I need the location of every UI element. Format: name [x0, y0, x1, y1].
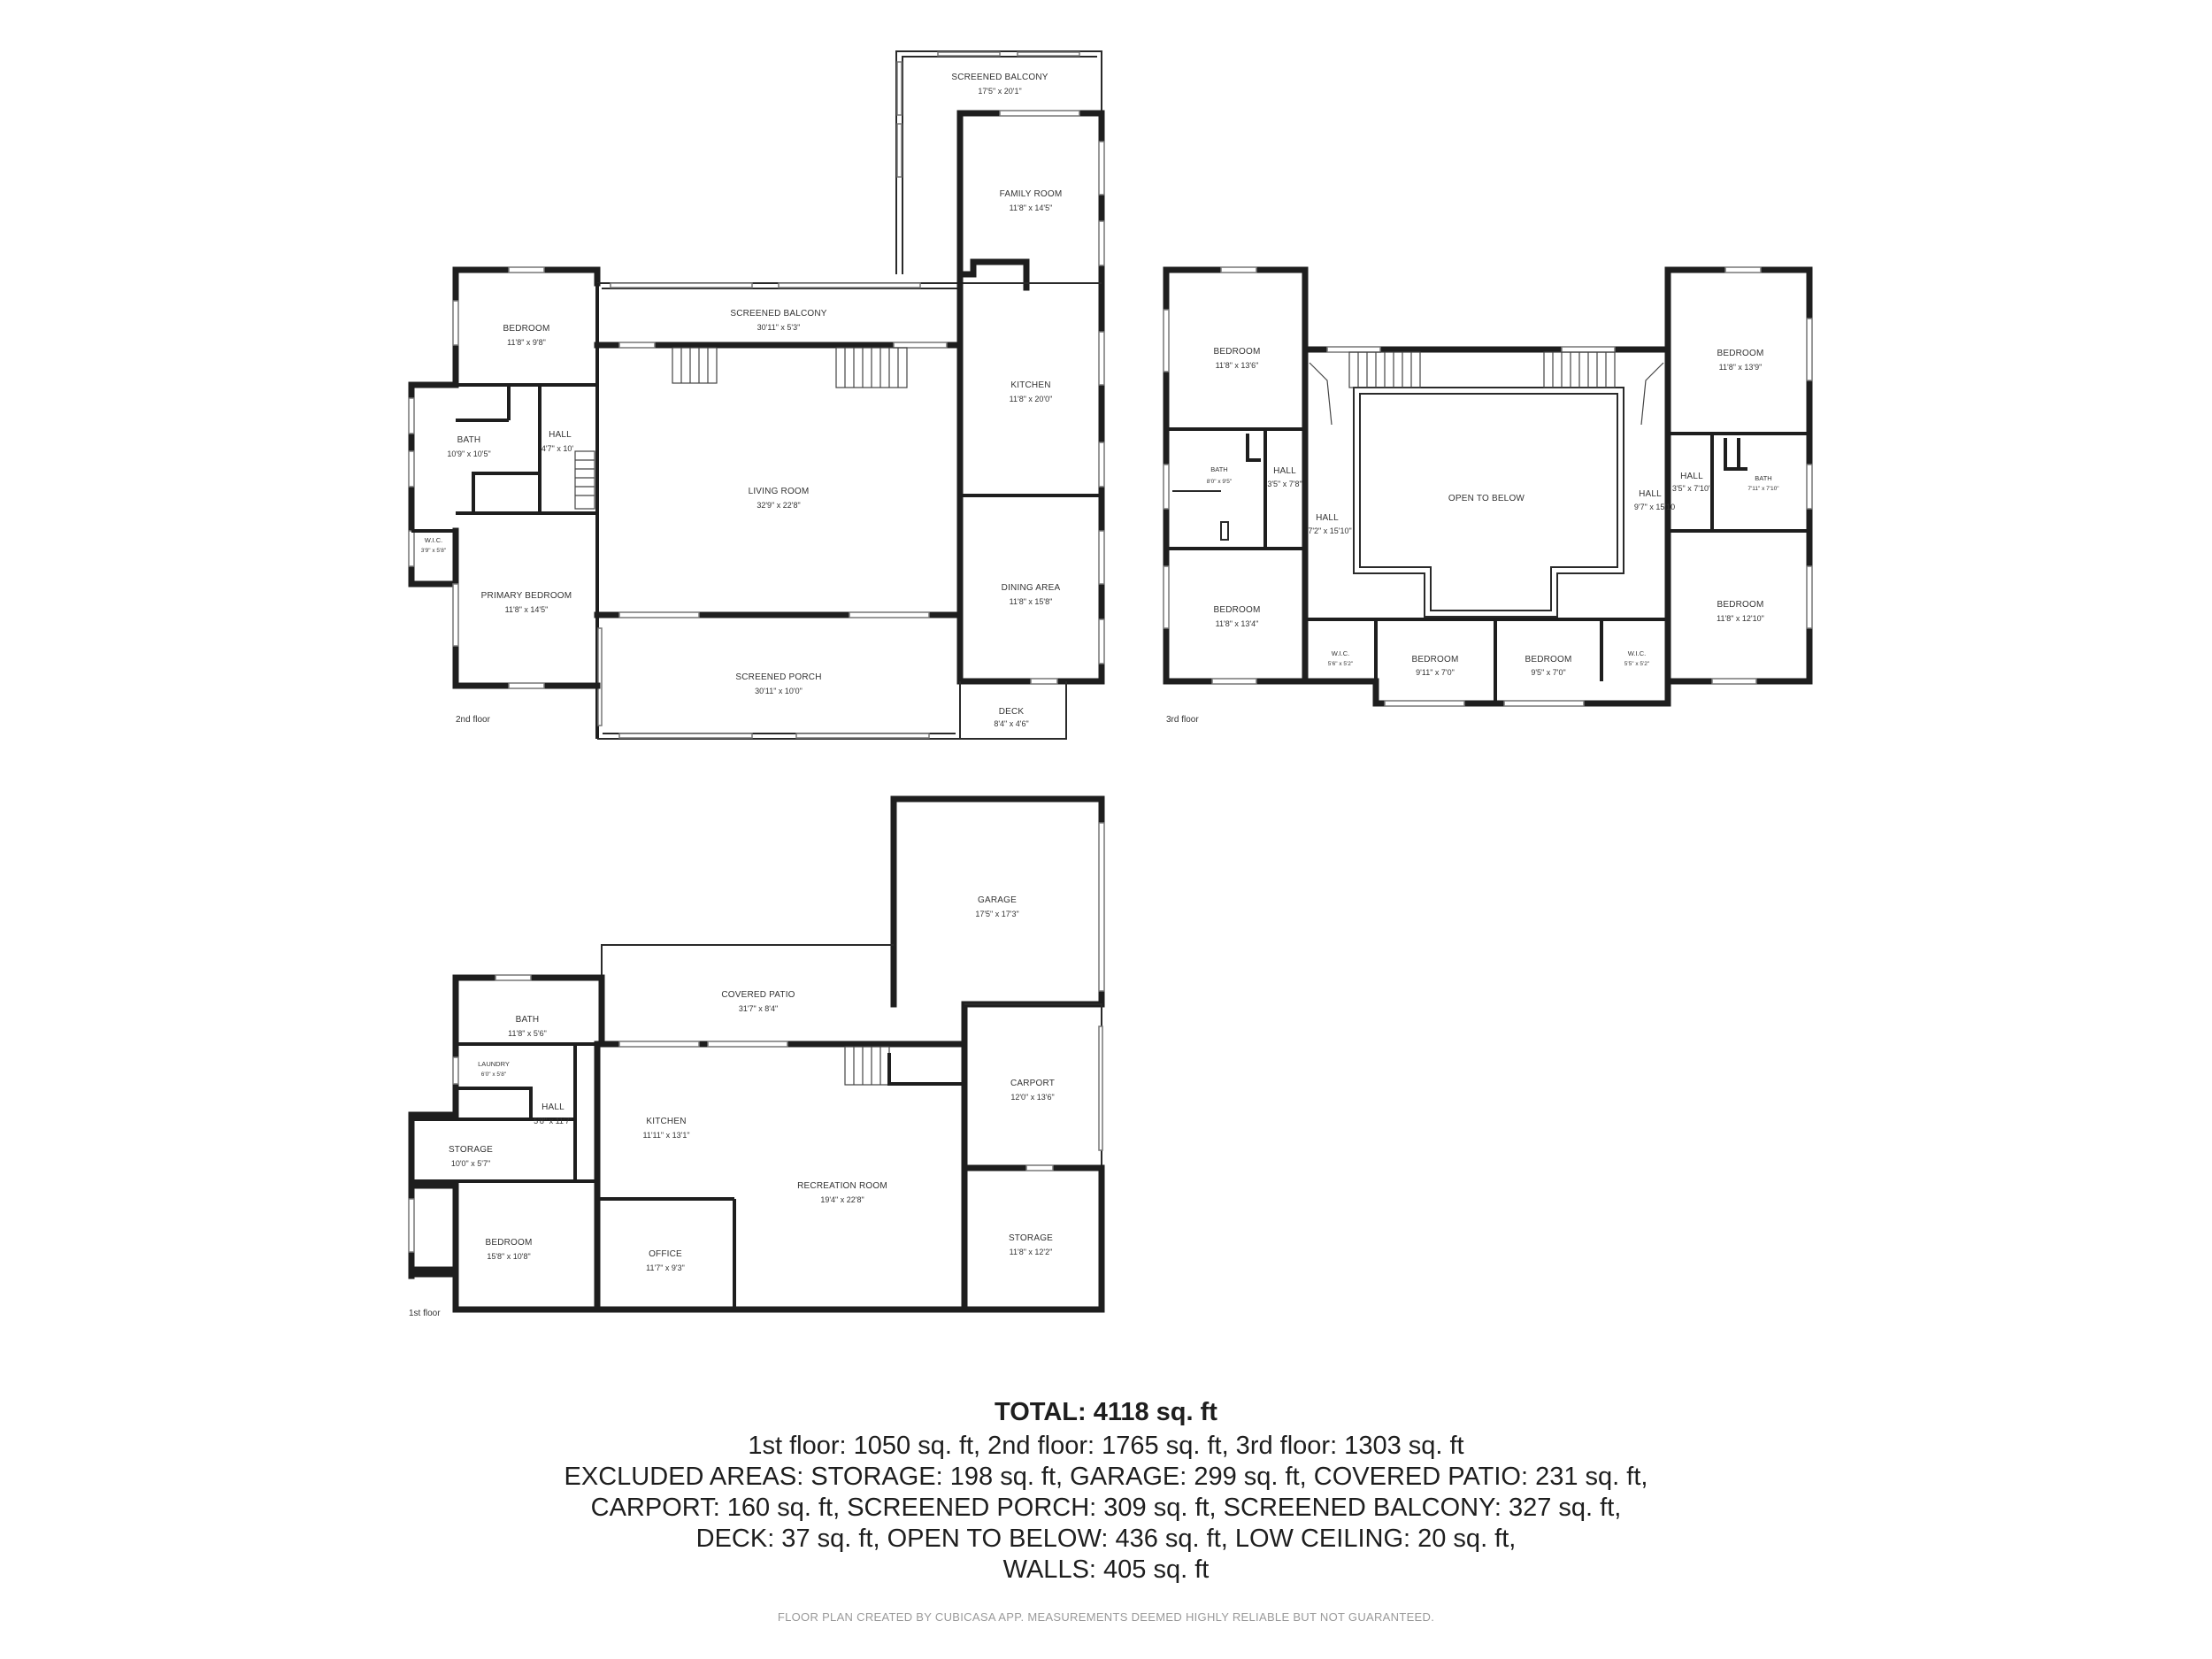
room-dim-wic-2f: 3'9" x 5'8" [421, 548, 447, 554]
room-label-bedroom-3f-tr: BEDROOM [1717, 349, 1763, 358]
room-dim-bath-3f-r: 7'11" x 7'10" [1747, 486, 1779, 492]
floor-label-1st: 1st floor [409, 1309, 441, 1318]
room-dim-bedroom-3f-bl: 11'8" x 13'4" [1216, 619, 1259, 628]
room-dim-bedroom-3f-tl: 11'8" x 13'6" [1216, 361, 1259, 370]
room-dim-bedroom-3f-tr: 11'8" x 13'9" [1719, 363, 1763, 372]
room-label-laundry: LAUNDRY [478, 1060, 510, 1068]
room-label-covered-patio: COVERED PATIO [721, 990, 795, 1000]
room-dim-bedroom-1f: 15'8" x 10'8" [487, 1252, 530, 1261]
room-dim-kitchen-1f: 11'11" x 13'1" [642, 1131, 689, 1140]
room-label-hall-1f: HALL [541, 1102, 565, 1112]
area-summary: TOTAL: 4118 sq. ft 1st floor: 1050 sq. f… [0, 1398, 2212, 1586]
room-dim-bedroom-2f: 11'8" x 9'8" [507, 338, 546, 347]
room-dim-garage: 17'5" x 17'3" [975, 910, 1018, 918]
room-dim-bath-2f: 10'9" x 10'5" [447, 449, 490, 458]
disclaimer-footer: FLOOR PLAN CREATED BY CUBICASA APP. MEAS… [777, 1610, 1435, 1624]
room-label-storage-1f-r: STORAGE [1009, 1233, 1053, 1243]
room-dim-family-room: 11'8" x 14'5" [1010, 204, 1053, 212]
room-label-kitchen-2f: KITCHEN [1010, 380, 1050, 390]
room-label-bath-3f-r: BATH [1755, 474, 1771, 482]
room-dim-kitchen-2f: 11'8" x 20'0" [1010, 395, 1053, 403]
room-dim-office: 11'7" x 9'3" [646, 1263, 685, 1272]
room-dim-hall-3f-l: 7'2" x 15'10" [1308, 526, 1351, 535]
room-dim-dining-area: 11'8" x 15'8" [1010, 597, 1053, 606]
room-label-hall-3f-l-small: HALL [1273, 466, 1296, 476]
room-label-hall-3f-r-small: HALL [1680, 472, 1703, 481]
first-floor-plan: GARAGE 17'5" x 17'3" COVERED PATIO 31'7"… [408, 795, 1105, 1318]
room-label-garage: GARAGE [978, 895, 1017, 905]
room-dim-hall-1f: 5'8" x 11'7" [534, 1117, 572, 1125]
room-dim-storage-1f-r: 11'8" x 12'2" [1010, 1248, 1053, 1256]
room-dim-bath-3f-l: 8'0" x 9'5" [1207, 479, 1233, 485]
room-dim-bath-1f: 11'8" x 5'6" [508, 1029, 547, 1038]
room-dim-wic-3f-r: 5'5" x 5'2" [1624, 661, 1650, 667]
summary-line-walls: WALLS: 405 sq. ft [1002, 1555, 1210, 1584]
room-label-kitchen-1f: KITCHEN [646, 1117, 686, 1126]
room-dim-primary-bedroom: 11'8" x 14'5" [505, 605, 549, 614]
room-label-wic-2f: W.I.C. [425, 536, 442, 544]
room-dim-laundry: 6'0" x 5'8" [481, 1071, 507, 1078]
room-dim-screened-balcony-top: 17'5" x 20'1" [978, 87, 1021, 96]
summary-line-excluded-3: DECK: 37 sq. ft, OPEN TO BELOW: 436 sq. … [695, 1525, 1517, 1553]
room-label-screened-porch: SCREENED PORCH [735, 672, 821, 682]
room-dim-hall-2f: 4'7" x 10' [541, 444, 573, 453]
third-floor-plan: BEDROOM 11'8" x 13'6" BEDROOM 11'8" x 13… [1163, 266, 1813, 725]
room-dim-recreation-room: 19'4" x 22'8" [820, 1195, 864, 1204]
total-area: TOTAL: 4118 sq. ft [995, 1398, 1217, 1426]
floor-label-3rd: 3rd floor [1166, 715, 1199, 725]
room-label-storage-1f-l: STORAGE [449, 1145, 493, 1155]
floor-label-2nd: 2nd floor [456, 715, 491, 725]
room-label-wic-3f-l: W.I.C. [1332, 649, 1349, 657]
room-label-hall-3f-r: HALL [1639, 489, 1662, 499]
room-label-wic-3f-r: W.I.C. [1628, 649, 1646, 657]
room-label-bedroom-1f: BEDROOM [485, 1238, 532, 1248]
room-label-bedroom-3f-bl: BEDROOM [1213, 605, 1260, 615]
second-floor-plan: SCREENED BALCONY 17'5" x 20'1" FAMILY RO… [408, 50, 1105, 740]
room-dim-bedroom-3f-br: 11'8" x 12'10" [1717, 614, 1764, 623]
room-dim-screened-balcony: 30'11" x 5'3" [757, 323, 801, 332]
room-dim-bedroom-3f-cr: 9'5" x 7'0" [1531, 668, 1565, 677]
room-label-bedroom-3f-br: BEDROOM [1717, 600, 1763, 610]
summary-line-excluded-1: EXCLUDED AREAS: STORAGE: 198 sq. ft, GAR… [564, 1463, 1648, 1491]
room-label-dining-area: DINING AREA [1002, 583, 1061, 593]
room-label-bedroom-3f-tl: BEDROOM [1213, 347, 1260, 357]
room-dim-hall-3f-r: 9'7" x 15'10 [1634, 503, 1675, 511]
room-dim-hall-3f-r-small: 3'5" x 7'10" [1672, 484, 1711, 493]
room-label-recreation-room: RECREATION ROOM [797, 1181, 887, 1191]
room-label-bedroom-3f-cl: BEDROOM [1411, 655, 1458, 664]
room-label-hall-3f-l: HALL [1316, 513, 1339, 523]
room-dim-storage-1f-l: 10'0" x 5'7" [451, 1159, 490, 1168]
room-dim-covered-patio: 31'7" x 8'4" [739, 1004, 778, 1013]
room-label-bedroom-2f: BEDROOM [503, 324, 549, 334]
room-label-screened-balcony: SCREENED BALCONY [730, 309, 826, 319]
room-label-deck: DECK [999, 707, 1025, 717]
room-dim-wic-3f-l: 5'6" x 5'2" [1328, 661, 1354, 667]
room-dim-hall-3f-l-small: 3'5" x 7'8" [1267, 480, 1302, 488]
room-label-living-room: LIVING ROOM [749, 487, 810, 496]
room-label-family-room: FAMILY ROOM [1000, 189, 1063, 199]
room-dim-deck: 8'4" x 4'6" [994, 719, 1028, 728]
room-label-bath-2f: BATH [457, 435, 481, 445]
room-dim-living-room: 32'9" x 22'8" [757, 501, 800, 510]
room-label-bedroom-3f-cr: BEDROOM [1525, 655, 1571, 664]
room-label-bath-3f-l: BATH [1210, 465, 1227, 473]
room-label-primary-bedroom: PRIMARY BEDROOM [481, 591, 572, 601]
room-label-screened-balcony-top: SCREENED BALCONY [951, 73, 1048, 82]
room-label-bath-1f: BATH [516, 1015, 540, 1025]
room-label-open-to-below: OPEN TO BELOW [1448, 494, 1525, 503]
room-label-carport: CARPORT [1010, 1079, 1055, 1088]
summary-line-excluded-2: CARPORT: 160 sq. ft, SCREENED PORCH: 309… [590, 1494, 1622, 1522]
room-label-office: OFFICE [649, 1249, 682, 1259]
room-dim-carport: 12'0" x 13'6" [1010, 1093, 1054, 1102]
room-dim-bedroom-3f-cl: 9'11" x 7'0" [1416, 668, 1455, 677]
room-dim-screened-porch: 30'11" x 10'0" [755, 687, 803, 695]
summary-line-floors: 1st floor: 1050 sq. ft, 2nd floor: 1765 … [748, 1432, 1464, 1460]
room-label-hall-2f: HALL [549, 430, 572, 440]
